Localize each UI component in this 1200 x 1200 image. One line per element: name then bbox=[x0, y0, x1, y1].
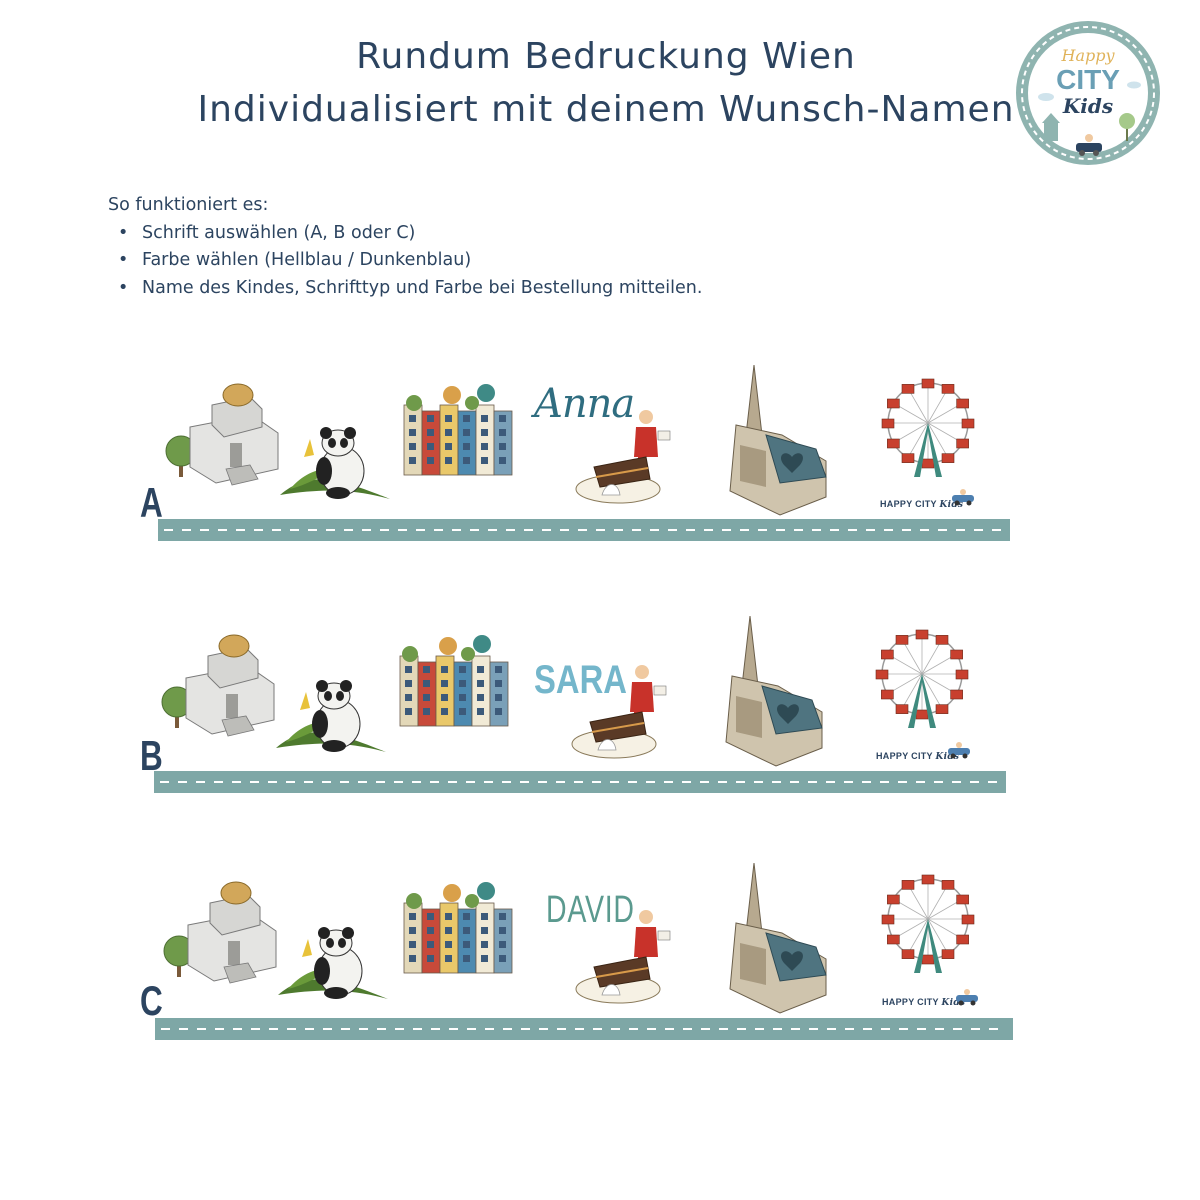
child-name: DAVID bbox=[546, 889, 635, 931]
title-line-1: Rundum Bedruckung Wien bbox=[356, 36, 856, 77]
logo-text-city: CITY bbox=[1056, 64, 1120, 95]
sachertorte-icon bbox=[575, 956, 661, 1004]
secession-building-icon bbox=[185, 634, 275, 737]
option-letter: B bbox=[140, 732, 163, 779]
design-option-a: A Anna HAPPY CITY Kids bbox=[0, 355, 1200, 555]
brand-label: HAPPY CITY Kids bbox=[880, 499, 963, 510]
tree-icon bbox=[161, 686, 193, 728]
option-letter: C bbox=[140, 977, 163, 1024]
design-option-b: B SARA HAPPY CITY Kids bbox=[0, 608, 1200, 808]
brand-label: HAPPY CITY Kids bbox=[876, 751, 959, 762]
brand-label-main: HAPPY CITY bbox=[876, 751, 933, 761]
logo-text-kids: Kids bbox=[1062, 94, 1113, 118]
sachertorte-icon bbox=[575, 456, 661, 504]
panda-icon bbox=[276, 680, 386, 752]
brand-label-main: HAPPY CITY bbox=[882, 997, 939, 1007]
mozart-icon bbox=[630, 665, 667, 724]
panda-icon bbox=[280, 427, 390, 499]
instruction-step: Name des Kindes, Schrifttyp und Farbe be… bbox=[118, 275, 702, 303]
child-name: Anna bbox=[534, 381, 635, 427]
brand-label-main: HAPPY CITY bbox=[880, 499, 937, 509]
mozart-icon bbox=[634, 410, 671, 469]
car-icon bbox=[1076, 134, 1102, 156]
road-strip bbox=[155, 1018, 1013, 1040]
title-line-2: Individualisiert mit deinem Wunsch-Namen bbox=[197, 89, 1015, 130]
option-letter: A bbox=[140, 479, 163, 526]
car-icon bbox=[952, 489, 974, 506]
stephansdom-icon bbox=[729, 364, 827, 516]
car-icon bbox=[956, 989, 978, 1006]
secession-building-icon bbox=[187, 881, 277, 984]
tree-icon bbox=[163, 935, 195, 977]
stephansdom-icon bbox=[725, 615, 823, 767]
logo-text-happy: Happy bbox=[1060, 46, 1115, 65]
page-title: Rundum Bedruckung Wien Individualisiert … bbox=[0, 30, 1200, 136]
instructions-heading: So funktioniert es: bbox=[108, 195, 269, 215]
instructions-list: Schrift auswählen (A, B oder C) Farbe wä… bbox=[108, 220, 702, 303]
instructions: So funktioniert es: Schrift auswählen (A… bbox=[108, 192, 702, 302]
hundertwasserhaus-icon bbox=[403, 882, 513, 974]
hundertwasserhaus-icon bbox=[403, 384, 513, 476]
stephansdom-icon bbox=[729, 862, 827, 1014]
road-strip bbox=[154, 771, 1006, 793]
brand-label-script: Kids bbox=[935, 752, 960, 762]
child-name: SARA bbox=[534, 658, 627, 702]
mozart-icon bbox=[634, 910, 671, 969]
brand-label-script: Kids bbox=[939, 500, 964, 510]
ferris-wheel-icon bbox=[881, 874, 975, 973]
house-icon bbox=[1042, 113, 1060, 141]
tree-icon bbox=[1119, 113, 1135, 141]
instruction-step: Schrift auswählen (A, B oder C) bbox=[118, 220, 702, 248]
tree-icon bbox=[165, 435, 197, 477]
car-icon bbox=[948, 742, 970, 759]
instruction-step: Farbe wählen (Hellblau / Dunkenblau) bbox=[118, 247, 702, 275]
sachertorte-icon bbox=[571, 711, 657, 759]
road-strip bbox=[158, 519, 1010, 541]
brand-label: HAPPY CITY Kids bbox=[882, 997, 965, 1008]
panda-icon bbox=[278, 927, 388, 999]
secession-building-icon bbox=[189, 383, 279, 486]
happy-city-kids-logo: Happy CITY Kids bbox=[1016, 21, 1160, 165]
design-option-c: C DAVID HAPPY CITY Kids bbox=[0, 855, 1200, 1055]
brand-label-script: Kids bbox=[941, 998, 966, 1008]
ferris-wheel-icon bbox=[881, 378, 975, 477]
ferris-wheel-icon bbox=[875, 629, 969, 728]
hundertwasserhaus-icon bbox=[399, 635, 509, 727]
cloud-icon bbox=[1038, 81, 1141, 101]
